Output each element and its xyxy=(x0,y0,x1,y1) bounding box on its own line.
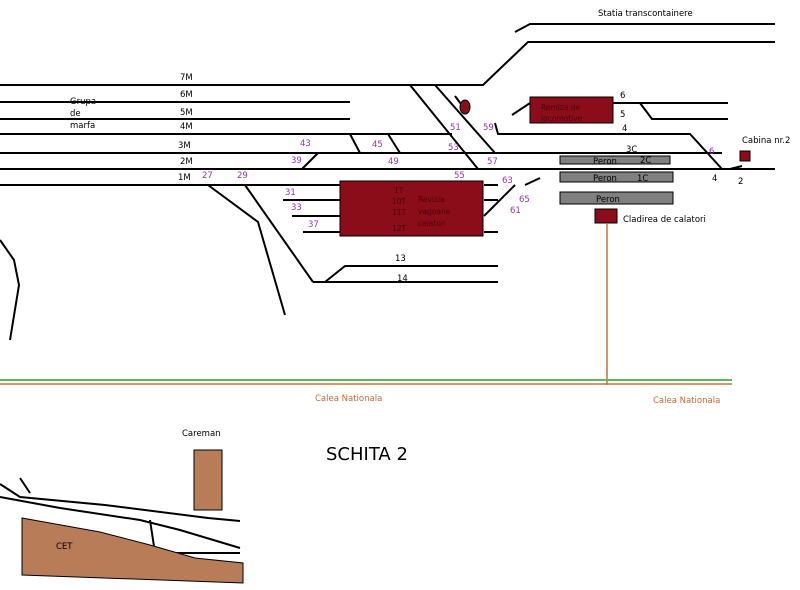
freight-label-1: Grupa xyxy=(70,97,96,107)
switch-49: 49 xyxy=(388,157,399,167)
switch-27: 27 xyxy=(202,171,213,181)
switch-6: 6 xyxy=(709,147,714,157)
track-3C: 3C xyxy=(626,145,637,155)
road-label-left: Calea Nationala xyxy=(315,394,382,404)
passenger-building-label: Cladirea de calatori xyxy=(623,215,706,225)
switch-29: 29 xyxy=(237,171,248,181)
track-2M: 2M xyxy=(180,157,193,167)
careman-building xyxy=(193,449,223,511)
switch-63: 63 xyxy=(502,176,513,186)
switch-51: 51 xyxy=(450,123,461,133)
track-1T: 1T xyxy=(394,186,404,195)
cet-label: CET xyxy=(56,542,73,552)
switch-39: 39 xyxy=(291,156,302,166)
freight-label-3: marfa xyxy=(70,121,95,131)
container-station-label: Statia transcontainere xyxy=(598,9,693,19)
loco-depot-label-1: Remiza de xyxy=(541,103,581,112)
switch-65: 65 xyxy=(519,195,530,205)
switch-55: 55 xyxy=(454,171,465,181)
platform-3-label: Peron xyxy=(596,195,620,205)
sketch-title: SCHITA 2 xyxy=(326,444,408,465)
platform-1 xyxy=(559,155,671,165)
switch-43: 43 xyxy=(300,139,311,149)
cabin-label: Cabina nr.2 xyxy=(742,136,790,146)
switch-31: 31 xyxy=(285,188,296,198)
roads xyxy=(0,223,732,385)
switch-57: 57 xyxy=(487,157,498,167)
buildings xyxy=(339,96,751,237)
revision-label-1: Revizia xyxy=(418,195,445,204)
revision-label-2: vagoane xyxy=(418,207,451,216)
track-1C: 1C xyxy=(637,174,648,184)
text-labels: Statia transcontainere 7M 6M 5M 4M 3M 2M… xyxy=(56,9,790,552)
track-6: 6 xyxy=(620,91,625,101)
cet-area xyxy=(0,449,244,584)
careman-label: Careman xyxy=(182,429,221,439)
switch-53: 53 xyxy=(448,143,459,153)
loco-depot-label-2: locomotive xyxy=(541,114,583,123)
track-6M: 6M xyxy=(180,90,193,100)
freight-label-2: de xyxy=(70,109,81,119)
track-13: 13 xyxy=(395,254,406,264)
platform-3 xyxy=(559,191,674,205)
cabin-building xyxy=(739,150,751,162)
switch-37: 37 xyxy=(308,220,319,230)
track-4-upper: 4 xyxy=(622,124,627,134)
track-5M: 5M xyxy=(180,108,193,118)
switch-59: 59 xyxy=(483,123,494,133)
platform-1-label: Peron xyxy=(593,157,617,167)
cet-building xyxy=(21,517,244,584)
track-7M: 7M xyxy=(180,73,193,83)
track-5: 5 xyxy=(620,110,625,120)
switch-45: 45 xyxy=(372,140,383,150)
switch-61: 61 xyxy=(510,206,521,216)
track-2: 2 xyxy=(738,177,743,187)
track-14: 14 xyxy=(397,274,408,284)
signal-marker xyxy=(459,99,471,115)
loco-depot-building xyxy=(529,96,614,124)
platform-2-label: Peron xyxy=(593,174,617,184)
passenger-building xyxy=(594,208,618,224)
switch-33: 33 xyxy=(291,203,302,213)
platform-2 xyxy=(559,171,674,183)
track-10T: 10T xyxy=(392,197,407,206)
track-11T: 11T xyxy=(392,208,407,217)
road-label-right: Calea Nationala xyxy=(653,396,720,406)
track-12T: 12T xyxy=(392,224,407,233)
track-4M: 4M xyxy=(180,122,193,132)
wagon-revision-building xyxy=(339,180,484,237)
track-4-lower: 4 xyxy=(712,174,717,184)
track-3M: 3M xyxy=(178,141,191,151)
track-2C: 2C xyxy=(640,156,651,166)
revision-label-3: calatori xyxy=(418,219,446,228)
track-1M: 1M xyxy=(178,173,191,183)
